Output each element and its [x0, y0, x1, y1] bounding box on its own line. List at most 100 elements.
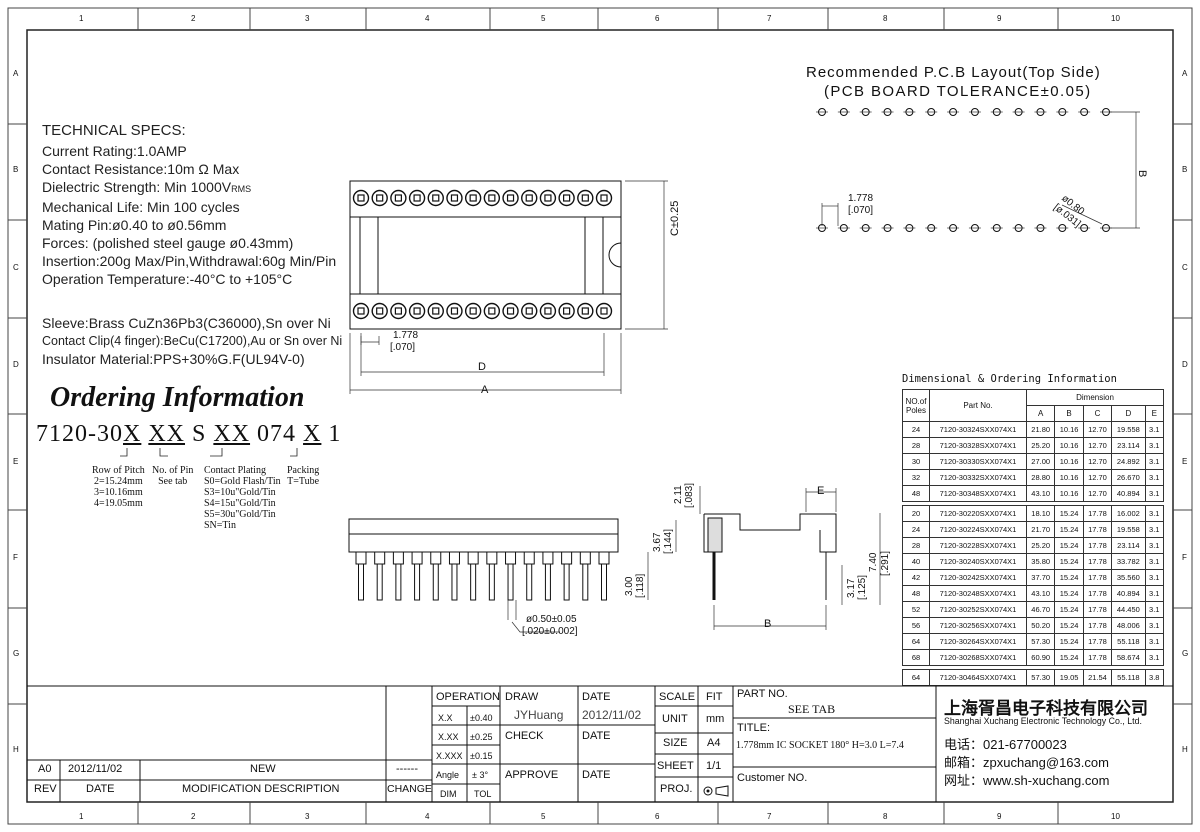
table-cell: 57.30: [1025, 669, 1056, 686]
grid-col-label: 6: [655, 14, 660, 23]
customer-label: Customer NO.: [737, 772, 808, 784]
pin-diameter: ø0.50±0.05: [526, 614, 577, 625]
contact-ring: [464, 302, 482, 320]
dim-label: DIM: [440, 789, 457, 799]
spec-line: Contact Resistance:10m Ω Max: [42, 161, 240, 177]
unit-label: UNIT: [662, 713, 688, 725]
grid-col-label: 3: [305, 14, 310, 23]
spec-line: Operation Temperature:-40°C to +105°C: [42, 271, 293, 287]
contact-ring: [427, 189, 444, 207]
contact-square: [450, 307, 459, 315]
check-label: CHECK: [505, 730, 544, 742]
contact-square: [450, 194, 459, 202]
grid-col-label: 5: [541, 14, 546, 23]
operation-label: OPERATION: [436, 691, 500, 703]
contact-ring: [483, 302, 501, 320]
draw-date-label: DATE: [582, 691, 611, 703]
tol-angle: Angle: [436, 770, 460, 780]
grid-col-label: 5: [541, 812, 546, 821]
group-head: Packing: [287, 465, 320, 476]
sheet-label: SHEET: [657, 760, 694, 772]
dim-d-label: D: [478, 361, 486, 373]
group-line: S3=10u"Gold/Tin: [204, 487, 276, 498]
table-cell: 3.1: [1144, 469, 1165, 486]
pin: [376, 563, 383, 601]
grid-row-label: E: [1182, 457, 1188, 466]
spec-line: Mechanical Life: Min 100 cycles: [42, 199, 240, 215]
ordering-plating-group: Contact Plating S0=Gold Flash/Tin S3=10u…: [204, 465, 281, 531]
table-cell: 12.70: [1082, 437, 1113, 454]
company-email: 邮箱：zpxuchang@163.com: [944, 755, 1109, 770]
contact-ring: [502, 189, 519, 207]
group-line: S4=15u"Gold/Tin: [204, 498, 276, 509]
grid-row-label: C: [1182, 263, 1188, 272]
group-line: 3=10.16mm: [94, 487, 143, 498]
pcb-pitch-label: 1.778: [848, 193, 874, 204]
dimension-table: NO.of Poles Part No. Dimension A B C D E…: [902, 389, 1165, 686]
pcb-subtitle: (PCB BOARD TOLERANCE±0.05): [824, 83, 1092, 100]
technical-specs: TECHNICAL SPECS: Current Rating:1.0AMP C…: [42, 122, 342, 368]
contact-square: [544, 194, 552, 202]
table-cell: 12.70: [1082, 469, 1113, 486]
tol-xxx: X.XX: [438, 732, 459, 742]
grid-col-label: 7: [767, 812, 772, 821]
code-plating: XX: [213, 421, 251, 447]
grid-col-label: 9: [997, 14, 1002, 23]
contact-square: [544, 307, 552, 315]
dim-a-label: A: [481, 384, 489, 396]
group-line: S0=Gold Flash/Tin: [204, 476, 281, 487]
grid-col-label: 9: [997, 812, 1002, 821]
code-packing: X: [303, 421, 322, 447]
contact-ring: [558, 302, 575, 320]
pin-diameter-inch: [.020±0.002]: [522, 626, 578, 637]
contact-ring: [427, 302, 444, 320]
group-line: 2=15.24mm: [94, 476, 143, 487]
proj-label: PROJ.: [660, 783, 693, 795]
pin: [582, 563, 589, 601]
grid-row-label: H: [1182, 745, 1188, 754]
pin: [507, 563, 514, 601]
title-label: TITLE:: [737, 722, 771, 734]
grid-row-label: G: [1182, 649, 1189, 658]
grid-row-label: B: [13, 165, 19, 174]
company-phone: 电话：021-67700023: [944, 737, 1067, 752]
grid-row-label: C: [13, 263, 19, 272]
pcb-title: Recommended P.C.B Layout(Top Side): [806, 64, 1101, 81]
material-line: Contact Clip(4 finger):BeCu(C17200),Au o…: [42, 334, 343, 348]
contact-ring: [446, 302, 463, 320]
group-line: SN=Tin: [204, 520, 236, 531]
code-pitch: X: [123, 421, 142, 447]
table-cell: 3.8: [1144, 669, 1165, 686]
contact-ring: [539, 302, 557, 320]
contact-square: [600, 194, 608, 202]
pin: [451, 563, 458, 601]
group-head: Contact Plating: [204, 465, 266, 476]
spec-line: Dielectric Strength: Min 1000VRMS: [42, 178, 342, 198]
scale-label: SCALE: [659, 691, 696, 703]
pin: [414, 563, 421, 601]
unit-value: mm: [706, 713, 725, 725]
pcb-pitch-inch: [.070]: [848, 205, 874, 216]
pin: [488, 563, 495, 601]
group-head: Row of Pitch: [92, 465, 145, 476]
tol-angle-val: ± 3°: [472, 770, 489, 780]
top-pitch-inch: [.070]: [390, 342, 416, 353]
contact-ring: [577, 302, 594, 320]
contact-square: [525, 194, 533, 202]
grid-col-label: 6: [655, 812, 660, 821]
check-date-label: DATE: [582, 730, 611, 742]
contact-ring: [502, 302, 519, 320]
pin: [563, 563, 570, 601]
scale-value: FIT: [706, 691, 723, 703]
pin: [358, 563, 364, 601]
spec-line: Current Rating:1.0AMP: [42, 143, 187, 159]
ordering-pin-group: No. of Pin See tab: [152, 465, 193, 487]
contact-square: [376, 194, 384, 202]
group-line: S5=30u"Gold/Tin: [204, 509, 276, 520]
